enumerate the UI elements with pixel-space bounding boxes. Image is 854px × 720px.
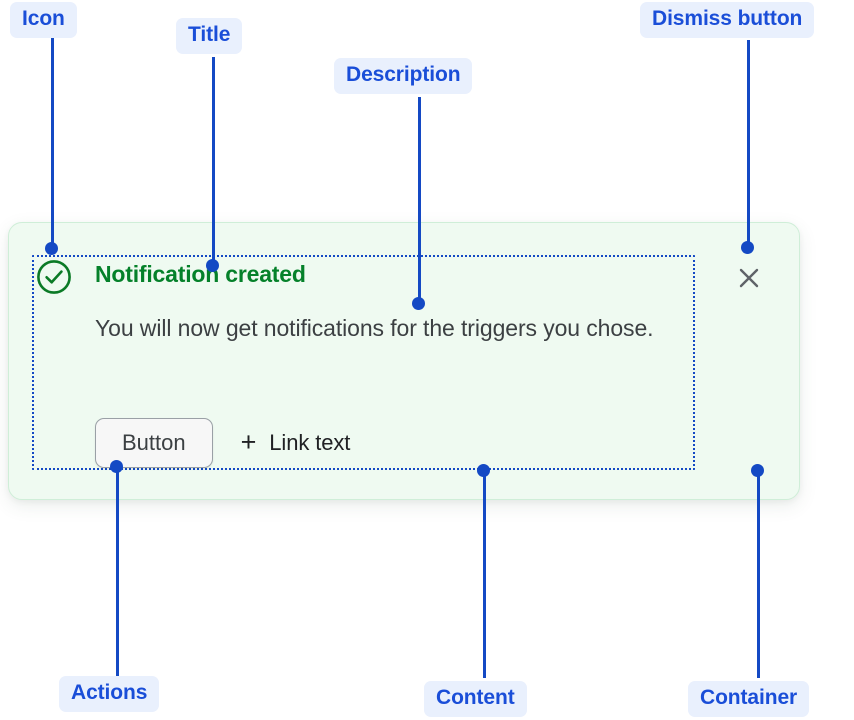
notification-actions: Button + Link text	[95, 418, 350, 468]
connector-dot-icon	[45, 242, 58, 255]
connector-actions	[116, 466, 119, 678]
connector-dot-container	[751, 464, 764, 477]
annotation-label-description: Description	[334, 58, 473, 95]
notification-content-region	[32, 255, 695, 470]
close-icon	[739, 268, 759, 288]
plus-icon: +	[240, 427, 257, 458]
annotation-label-dismiss-button: Dismiss button	[640, 2, 815, 39]
annotation-label-title: Title	[176, 18, 243, 55]
connector-content	[483, 470, 486, 678]
connector-description	[418, 97, 421, 305]
connector-title	[212, 57, 215, 267]
notification-title: Notification created	[95, 261, 306, 287]
annotation-label-content: Content	[424, 681, 527, 718]
action-link-label: Link text	[269, 429, 351, 455]
connector-container	[757, 470, 760, 678]
dismiss-button[interactable]	[734, 263, 764, 293]
connector-dot-content	[477, 464, 490, 477]
annotation-label-actions: Actions	[59, 676, 160, 713]
check-circle-icon	[36, 259, 72, 295]
annotation-label-icon: Icon	[10, 2, 77, 39]
connector-dot-dismiss	[741, 241, 754, 254]
connector-dot-actions	[110, 460, 123, 473]
action-button[interactable]: Button	[95, 418, 213, 468]
action-link[interactable]: + Link text	[241, 429, 351, 456]
connector-dot-description	[412, 297, 425, 310]
connector-dot-title	[206, 259, 219, 272]
annotation-label-container: Container	[688, 681, 810, 718]
connector-icon	[51, 36, 54, 250]
connector-dismiss	[747, 40, 750, 248]
notification-description: You will now get notifications for the t…	[95, 315, 654, 341]
